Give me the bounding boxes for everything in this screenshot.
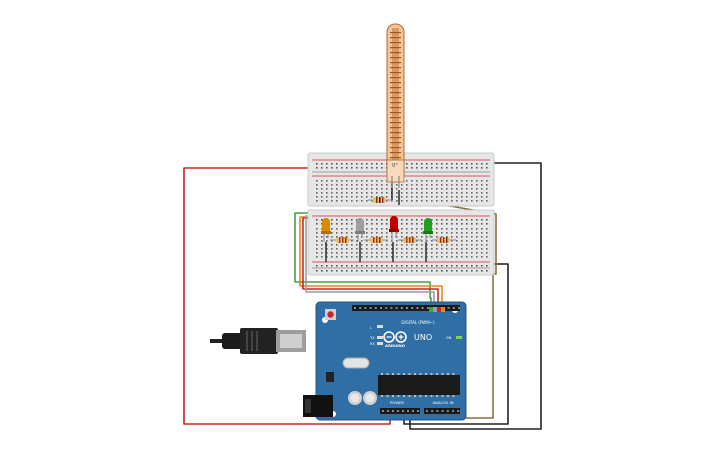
power-analog-header: [380, 408, 460, 414]
wire-gnd-lower[interactable]: [403, 263, 509, 425]
flex-sensor[interactable]: 0°: [386, 23, 405, 188]
breadboard-lower[interactable]: [307, 209, 495, 276]
flex-angle-label: 0°: [392, 163, 398, 169]
label-rx: RX: [370, 342, 375, 346]
wire-led-gray[interactable]: [305, 215, 435, 309]
led-gray[interactable]: [355, 218, 365, 242]
pin-wire-ends: [429, 307, 445, 312]
label-tx: TX: [369, 336, 375, 340]
label-l: L: [370, 326, 372, 330]
power-header-label: POWER: [390, 400, 404, 405]
ground-jumpers: [325, 176, 427, 262]
arduino-uno-board[interactable]: DIGITAL (PWM~) L TX RX ON ARDUINO UNO: [303, 301, 467, 421]
digital-header-label: DIGITAL (PWM~): [401, 320, 435, 325]
led-red[interactable]: [389, 216, 399, 242]
resistor-red-led[interactable]: [398, 237, 422, 243]
wire-5v[interactable]: [183, 167, 391, 425]
crystal: [342, 357, 370, 369]
resistor-green-led[interactable]: [432, 237, 456, 243]
arduino-brand-text: UNO: [414, 333, 432, 342]
analog-header-label: ANALOG IN: [432, 400, 453, 405]
led-green[interactable]: [423, 218, 433, 242]
microcontroller-chip: [378, 373, 460, 397]
arduino-maker-text: ARDUINO: [385, 343, 406, 348]
power-jack[interactable]: [303, 395, 333, 417]
led-orange[interactable]: [321, 218, 331, 242]
resistor-flex[interactable]: [368, 197, 392, 203]
reset-button[interactable]: [325, 309, 336, 320]
capacitors: [348, 391, 377, 405]
arduino-logo: ARDUINO: [383, 331, 407, 348]
label-on: ON: [446, 336, 452, 340]
resistor-gray-led[interactable]: [364, 237, 388, 243]
flex-sensor-stripes: [390, 32, 401, 159]
usb-cable[interactable]: [210, 328, 306, 354]
resistor-orange-led[interactable]: [330, 237, 354, 243]
